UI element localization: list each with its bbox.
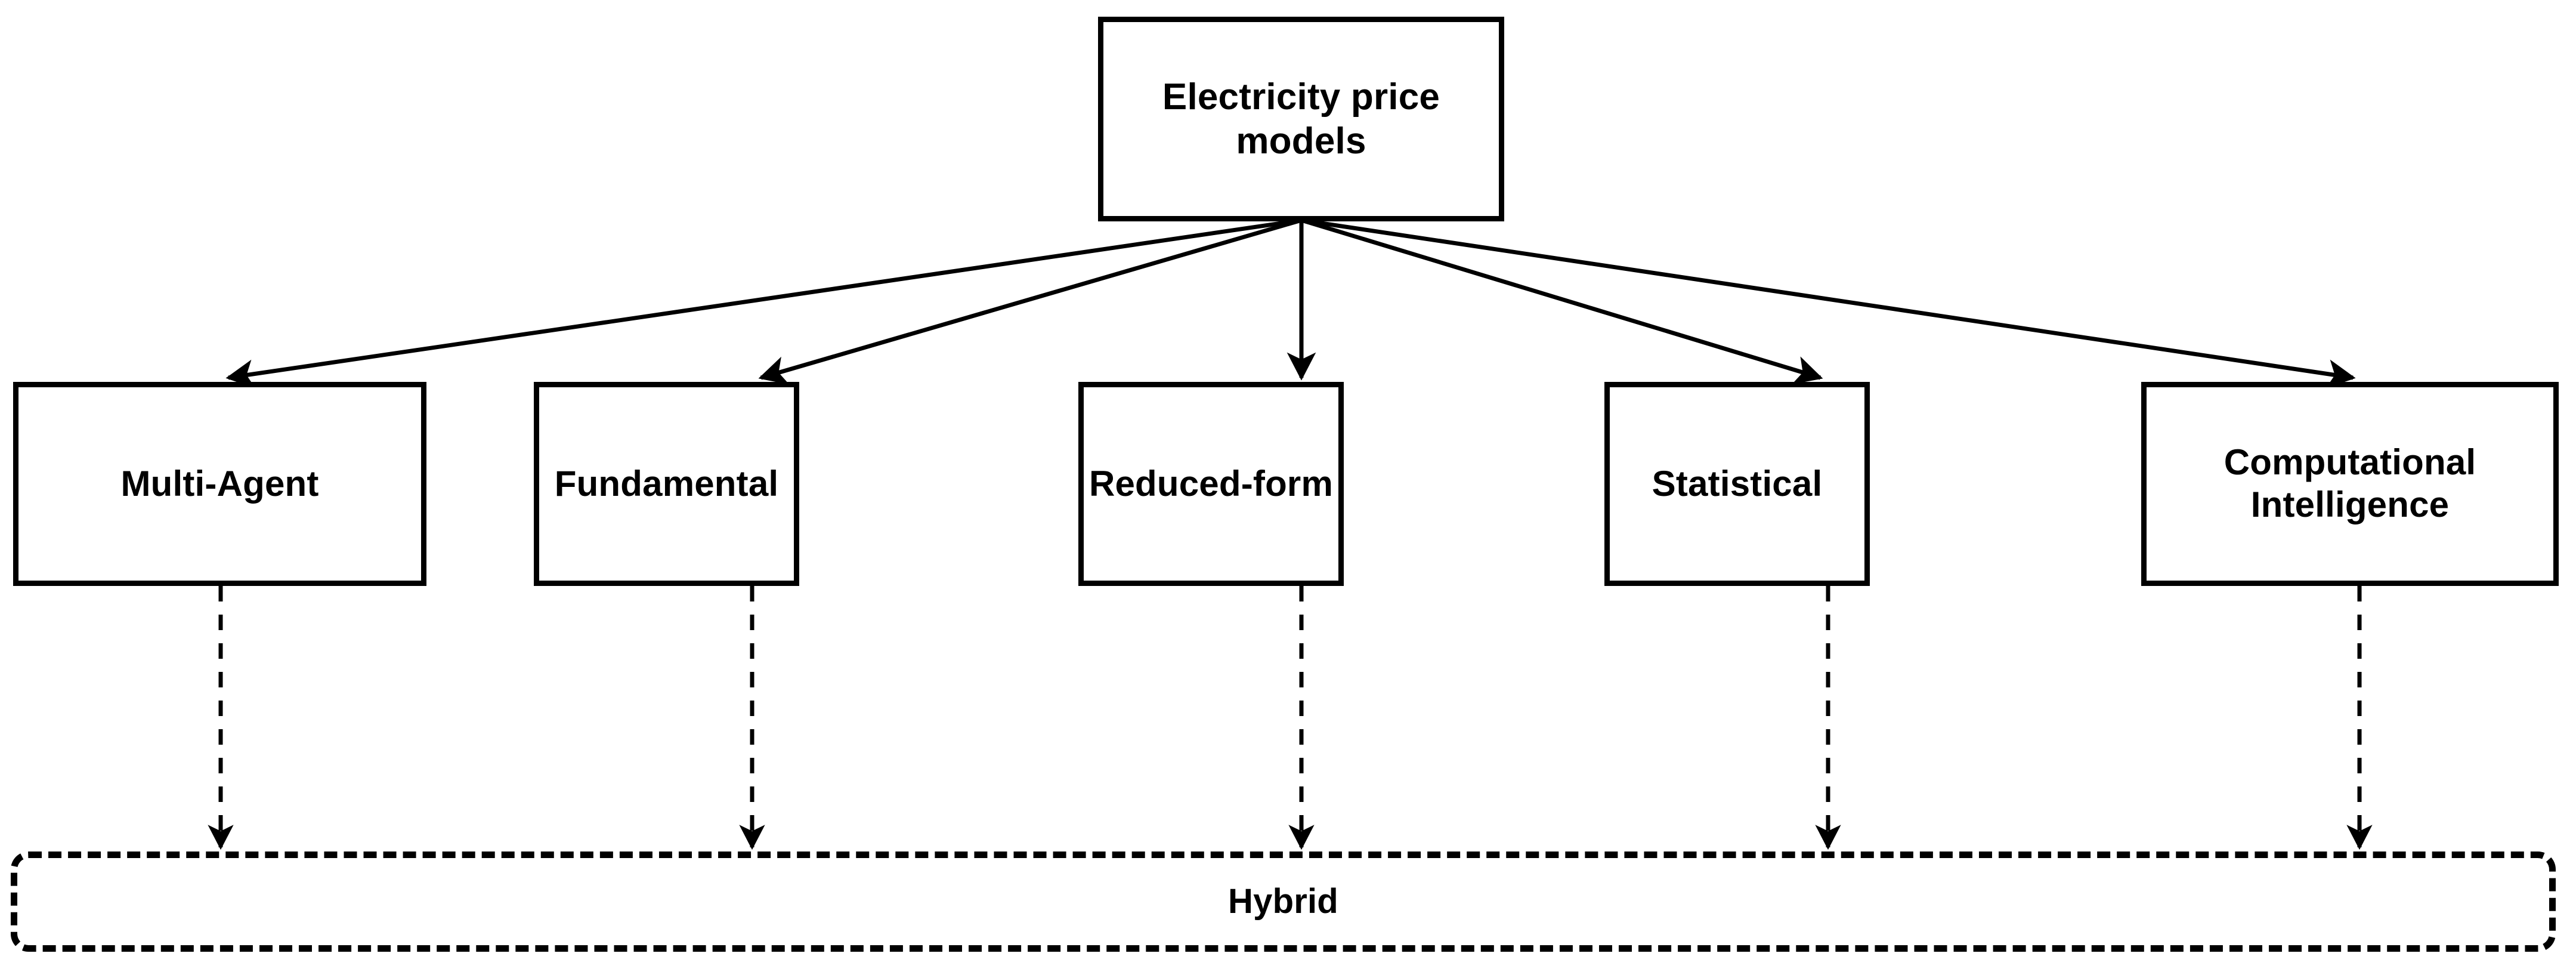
- node-hybrid[interactable]: Hybrid: [11, 851, 2556, 952]
- root-to-category-edges: [225, 218, 2356, 388]
- node-label-electricity-price-models: Electricity price models: [1162, 76, 1440, 162]
- edge-root-to-fundamental: [758, 218, 1302, 385]
- node-fundamental[interactable]: Fundamental: [534, 382, 799, 586]
- edge-root-to-multi-agent: [225, 218, 1302, 388]
- node-reduced-form[interactable]: Reduced-form: [1078, 382, 1344, 586]
- edge-root-to-statistical: [1300, 218, 1823, 384]
- node-electricity-price-models[interactable]: Electricity price models: [1098, 17, 1504, 221]
- edge-root-to-computational-intelligence: [1301, 218, 2356, 388]
- node-label-fundamental: Fundamental: [554, 463, 779, 504]
- node-computational-intelligence[interactable]: Computational Intelligence: [2141, 382, 2559, 586]
- node-label-computational-intelligence: Computational Intelligence: [2224, 442, 2476, 525]
- node-statistical[interactable]: Statistical: [1604, 382, 1870, 586]
- node-label-statistical: Statistical: [1652, 463, 1823, 504]
- category-to-hybrid-edges: [208, 586, 2373, 850]
- node-multi-agent[interactable]: Multi-Agent: [13, 382, 426, 586]
- node-label-multi-agent: Multi-Agent: [120, 463, 319, 504]
- node-label-hybrid: Hybrid: [1228, 881, 1338, 921]
- node-label-reduced-form: Reduced-form: [1088, 463, 1334, 504]
